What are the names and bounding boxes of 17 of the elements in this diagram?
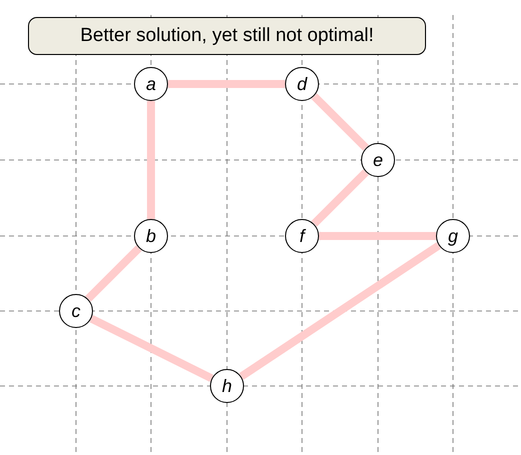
vertex-circle: f bbox=[285, 219, 319, 253]
vertex-circle: g bbox=[436, 219, 470, 253]
vertex-circle: c bbox=[59, 294, 93, 328]
tour-edge bbox=[311, 93, 369, 151]
vertex-circle: a bbox=[134, 67, 168, 101]
vertex-circle: e bbox=[361, 143, 395, 177]
tour-edge bbox=[319, 232, 436, 240]
tour-edge bbox=[311, 169, 369, 227]
tour-edge bbox=[147, 101, 155, 219]
tour-edge bbox=[89, 314, 214, 382]
vertex-circle: h bbox=[210, 369, 244, 403]
vertex-circle: d bbox=[285, 67, 319, 101]
title-banner: Better solution, yet still not optimal! bbox=[28, 17, 426, 55]
tour-edge bbox=[238, 242, 442, 380]
tour-edge bbox=[168, 80, 285, 88]
vertex-circle: b bbox=[134, 219, 168, 253]
tour-edge bbox=[85, 245, 142, 302]
